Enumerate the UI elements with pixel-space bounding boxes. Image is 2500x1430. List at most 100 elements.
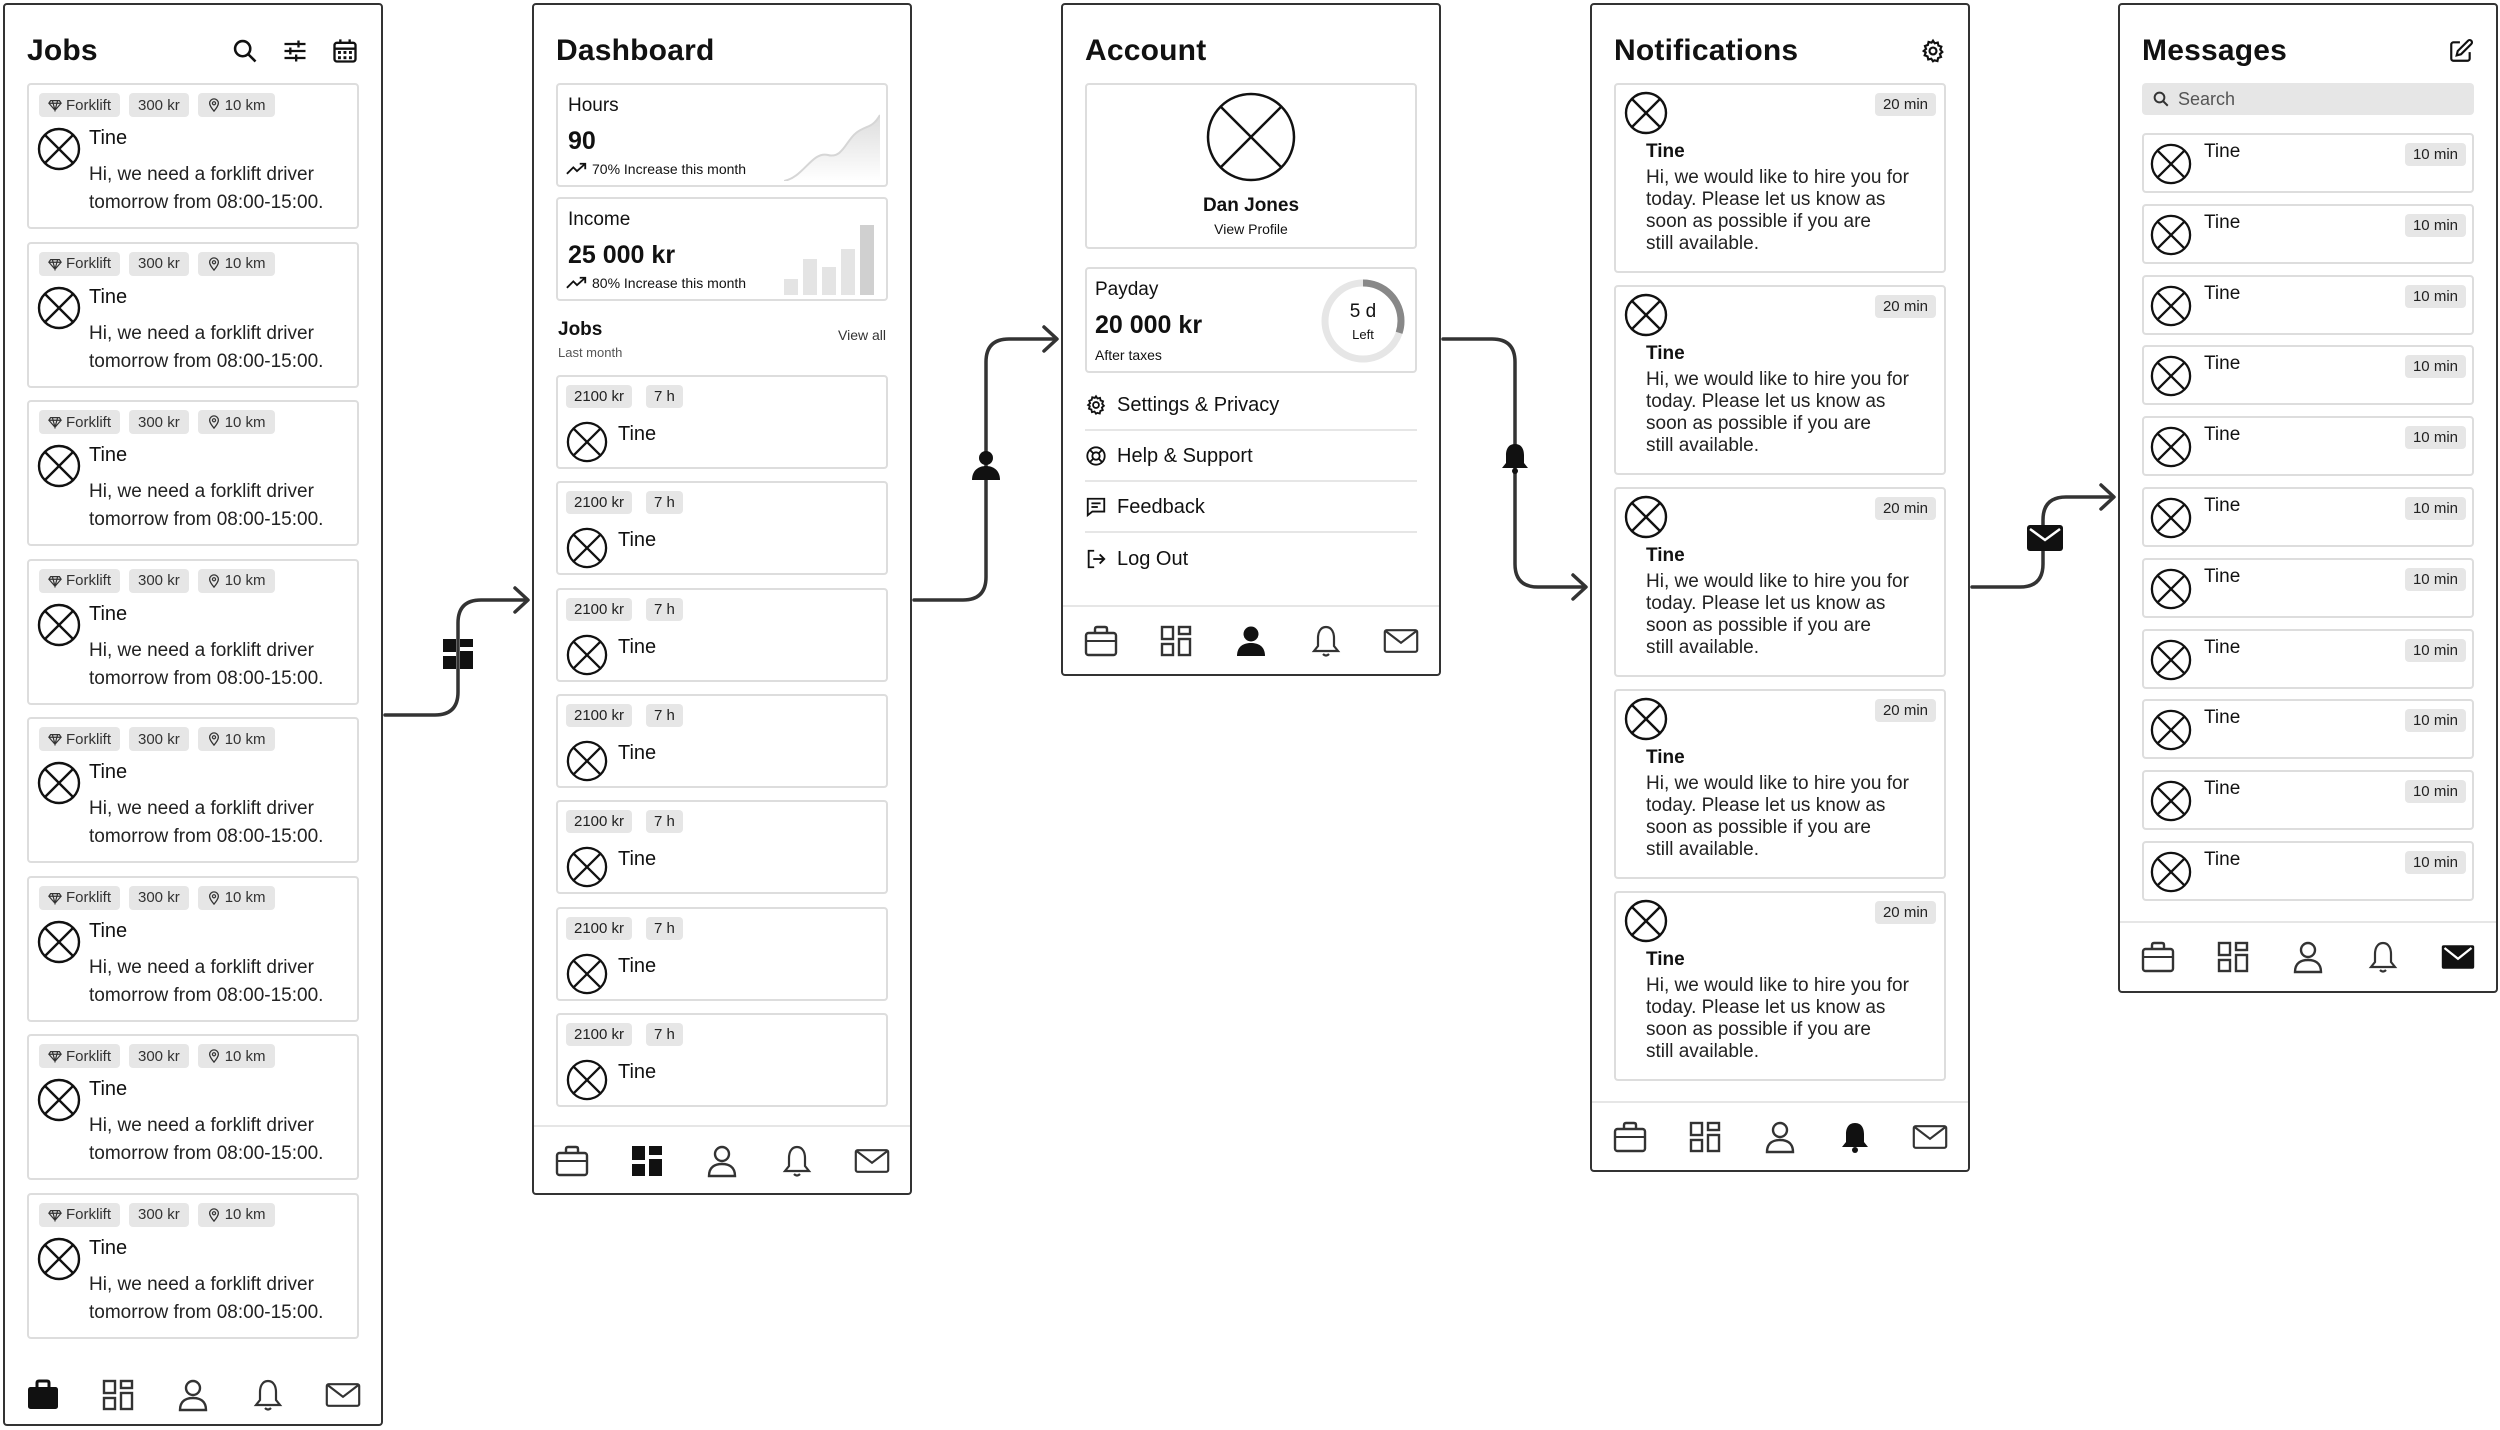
dashboard-icon[interactable]: [1687, 1119, 1723, 1155]
notification-text-line: still available.: [1646, 233, 1759, 254]
briefcase-icon[interactable]: [1612, 1119, 1648, 1155]
job-tag-text: 10 km: [224, 730, 266, 748]
employer-name: Tine: [89, 285, 128, 308]
menu-item-support[interactable]: Help & Support: [1085, 432, 1417, 482]
mail-icon[interactable]: [2440, 939, 2476, 975]
jobs-section-subtitle: Last month: [558, 345, 623, 360]
person-icon[interactable]: [704, 1143, 740, 1179]
hours-card[interactable]: Hours 90 70% Increase this month: [556, 83, 888, 187]
compose-icon[interactable]: [2448, 38, 2474, 64]
menu-item-feedback[interactable]: Feedback: [1085, 483, 1417, 533]
search-icon[interactable]: [231, 37, 259, 65]
payday-card[interactable]: Payday 20 000 kr After taxes 5 d Left: [1085, 267, 1417, 373]
briefcase-icon[interactable]: [25, 1377, 61, 1413]
job-message-line: Hi, we need a forklift driver: [89, 481, 314, 502]
dashboard-icon[interactable]: [100, 1377, 136, 1413]
briefcase-icon[interactable]: [2140, 939, 2176, 975]
menu-item-gear[interactable]: Settings & Privacy: [1085, 381, 1417, 431]
employer-name: Tine: [89, 919, 128, 942]
job-hours-tag: 7 h: [646, 703, 683, 727]
person-icon: [969, 448, 1003, 482]
bell-icon[interactable]: [1837, 1119, 1873, 1155]
job-message-line: tomorrow from 08:00-15:00.: [89, 509, 324, 530]
account-header: Account: [1085, 29, 1417, 73]
sender-name: Tine: [1646, 949, 1685, 970]
person-icon[interactable]: [1233, 623, 1269, 659]
search-bar[interactable]: Search: [2142, 83, 2474, 115]
job-tag: 300 kr: [129, 1044, 189, 1068]
job-pay-tag: 2100 kr: [566, 491, 633, 515]
person-icon[interactable]: [2290, 939, 2326, 975]
menu-item-logout[interactable]: Log Out: [1085, 534, 1417, 584]
mail-icon[interactable]: [854, 1143, 890, 1179]
bell-icon[interactable]: [250, 1377, 286, 1413]
bell-icon[interactable]: [1308, 623, 1344, 659]
location-pin-icon: [207, 573, 221, 588]
income-card[interactable]: Income 25 000 kr 80% Increase this month: [556, 197, 888, 301]
job-tag: 10 km: [197, 1044, 275, 1068]
profile-card[interactable]: Dan Jones View Profile: [1085, 83, 1417, 249]
avatar: [2150, 426, 2192, 468]
search-input[interactable]: Search: [2178, 88, 2236, 109]
person-icon[interactable]: [175, 1377, 211, 1413]
filter-icon[interactable]: [281, 37, 309, 65]
bell-icon[interactable]: [2365, 939, 2401, 975]
area-chart-icon: [783, 111, 881, 182]
dashboard-icon[interactable]: [1158, 623, 1194, 659]
briefcase-icon[interactable]: [554, 1143, 590, 1179]
dashboard-icon[interactable]: [2215, 939, 2251, 975]
avatar: [566, 421, 608, 463]
view-all-link[interactable]: View all: [838, 327, 886, 343]
profile-avatar: [1205, 91, 1297, 183]
job-message-line: Hi, we need a forklift driver: [89, 956, 314, 978]
dashboard-icon[interactable]: [629, 1143, 665, 1179]
calendar-icon[interactable]: [331, 37, 359, 65]
job-message-line: tomorrow from 08:00-15:00.: [89, 667, 324, 689]
sender-name: Tine: [1646, 141, 1685, 162]
view-profile-link[interactable]: View Profile: [1214, 221, 1288, 237]
job-tag: 10 km: [197, 727, 275, 751]
briefcase-icon[interactable]: [1083, 623, 1119, 659]
person-icon[interactable]: [1762, 1119, 1798, 1155]
bell-icon[interactable]: [779, 1143, 815, 1179]
bottom-nav: [1592, 1101, 1968, 1170]
mail-icon[interactable]: [325, 1377, 361, 1413]
notification-text-line: soon as possible if you are: [1646, 817, 1871, 838]
gear-icon[interactable]: [1920, 38, 1946, 64]
mail-icon[interactable]: [1912, 1119, 1948, 1155]
job-tag: Forklift: [39, 410, 120, 434]
mail-icon[interactable]: [1383, 623, 1419, 659]
time-badge: 10 min: [2404, 213, 2466, 237]
